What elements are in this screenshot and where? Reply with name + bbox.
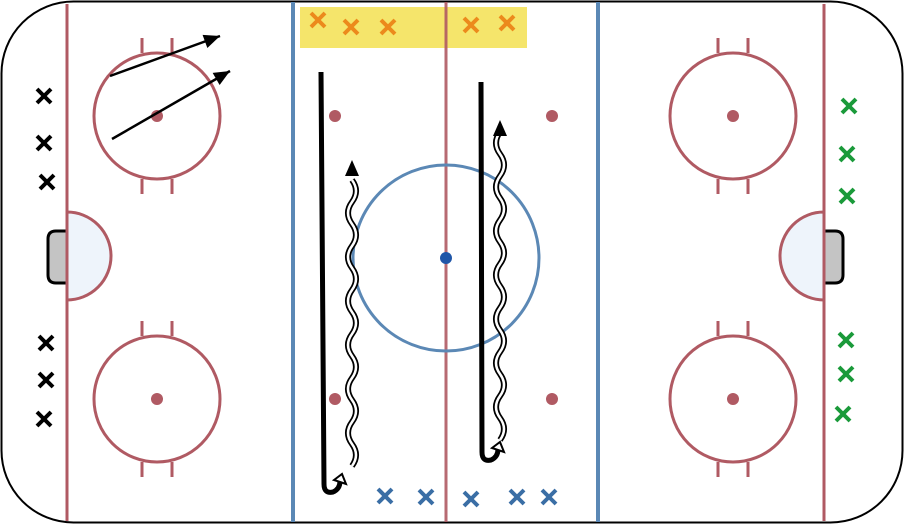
puck-carry-path (494, 131, 506, 441)
x-icon (837, 331, 855, 349)
left-goal-crease (65, 210, 113, 302)
player-green (840, 97, 858, 115)
player-black (38, 173, 56, 191)
x-icon (35, 87, 53, 105)
pass-arrow-line (109, 34, 221, 78)
player-orange (342, 18, 360, 36)
x-icon (37, 334, 55, 352)
player-green (838, 187, 856, 205)
player-blue (417, 488, 435, 506)
faceoff-dot (151, 393, 163, 405)
pass-arrow-line (111, 69, 231, 141)
player-orange (498, 14, 516, 32)
right-goal-net (824, 229, 845, 285)
player-black (35, 87, 53, 105)
player-black (35, 410, 53, 428)
skate-hook-arrowhead (331, 472, 348, 486)
center-faceoff-circle (351, 163, 541, 353)
x-icon (462, 16, 480, 34)
player-green (837, 331, 855, 349)
x-icon (462, 490, 480, 508)
highlight-bench-area (300, 7, 527, 48)
player-blue (462, 490, 480, 508)
end-zone-faceoff-circle (668, 38, 798, 194)
faceoff-circle-ring (668, 334, 798, 464)
player-blue (508, 488, 526, 506)
pass-arrowhead (202, 34, 220, 49)
faceoff-circle-ring (92, 51, 222, 181)
carry-arrowhead (345, 160, 359, 176)
player-orange (462, 16, 480, 34)
x-icon (540, 488, 558, 506)
neutral-zone-faceoff-dot (329, 110, 341, 122)
skate-line (480, 81, 499, 462)
x-icon (342, 18, 360, 36)
puck-carry-path (346, 179, 358, 467)
x-icon (376, 487, 394, 505)
player-black (37, 371, 55, 389)
carry-arrowhead (493, 120, 507, 136)
player-black (37, 334, 55, 352)
x-icon (417, 488, 435, 506)
x-icon (838, 145, 856, 163)
right-goal-crease (778, 210, 826, 302)
x-icon (838, 187, 856, 205)
x-icon (309, 11, 327, 29)
faceoff-circle-ring (668, 51, 798, 181)
end-zone-faceoff-circle (668, 321, 798, 477)
player-blue (376, 487, 394, 505)
left-goal-net (46, 229, 67, 285)
x-icon (35, 134, 53, 152)
end-zone-faceoff-circle (92, 38, 222, 194)
faceoff-circle-ring (92, 334, 222, 464)
x-icon (37, 371, 55, 389)
x-icon (35, 410, 53, 428)
player-green (838, 145, 856, 163)
neutral-zone-faceoff-dot (546, 110, 558, 122)
player-blue (540, 488, 558, 506)
x-icon (498, 14, 516, 32)
end-zone-faceoff-circle (92, 321, 222, 477)
x-icon (38, 173, 56, 191)
skate-hook-arrowhead (489, 440, 506, 454)
pass-arrowhead (212, 71, 230, 86)
player-green (837, 365, 855, 383)
x-icon (837, 365, 855, 383)
faceoff-dot (727, 393, 739, 405)
x-icon (508, 488, 526, 506)
faceoff-dot (727, 110, 739, 122)
x-icon (834, 405, 852, 423)
faceoff-dot (151, 110, 163, 122)
player-black (35, 134, 53, 152)
skate-line (320, 71, 341, 494)
player-orange (379, 18, 397, 36)
x-icon (379, 18, 397, 36)
neutral-zone-faceoff-dot (329, 393, 341, 405)
player-green (834, 405, 852, 423)
player-orange (309, 11, 327, 29)
x-icon (840, 97, 858, 115)
neutral-zone-faceoff-dot (546, 393, 558, 405)
center-faceoff-dot (440, 252, 452, 264)
